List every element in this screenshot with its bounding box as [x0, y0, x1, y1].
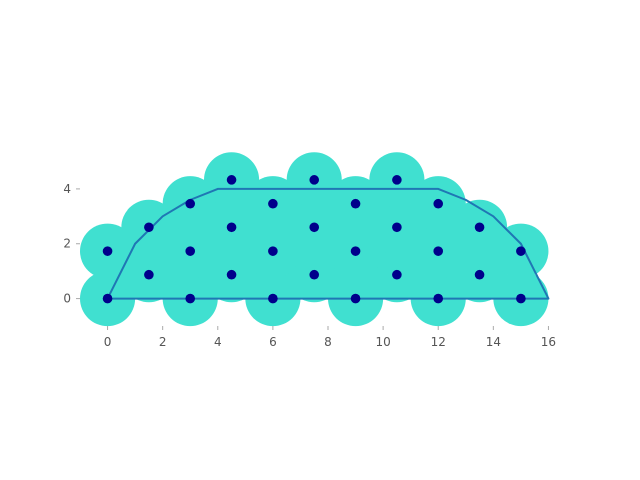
x-tick-label: 14: [486, 335, 501, 349]
data-point: [350, 293, 361, 304]
data-point: [474, 269, 485, 280]
data-point: [392, 269, 402, 280]
data-point: [516, 246, 526, 256]
x-tick-label: 0: [104, 335, 112, 349]
data-point: [268, 246, 278, 256]
data-point: [309, 222, 320, 233]
data-point: [433, 198, 444, 209]
y-tick-label: 0: [63, 292, 71, 306]
data-point: [309, 269, 320, 280]
data-point: [185, 198, 196, 209]
data-point: [268, 198, 278, 209]
data-points: [102, 175, 526, 304]
x-tick-label: 2: [159, 335, 167, 349]
data-point: [268, 293, 278, 304]
data-point: [392, 175, 402, 185]
data-point: [309, 175, 320, 185]
x-tick-label: 12: [431, 335, 446, 349]
y-tick-label: 4: [63, 182, 71, 196]
axes: 0 2 4 6 8 10 12 14 16 0 2 4: [63, 182, 556, 349]
x-tick-label: 4: [214, 335, 222, 349]
y-tick-label: 2: [63, 237, 71, 251]
data-point: [102, 293, 113, 304]
data-point: [392, 222, 402, 233]
x-tick-label: 10: [375, 335, 390, 349]
data-point: [433, 293, 444, 304]
data-point: [144, 222, 154, 233]
x-tick-label: 16: [541, 335, 556, 349]
data-point: [433, 246, 444, 256]
data-point: [350, 198, 361, 209]
x-tick-label: 8: [324, 335, 332, 349]
data-point: [102, 246, 113, 256]
data-point: [144, 269, 154, 280]
data-point: [185, 293, 196, 304]
data-point: [226, 222, 237, 233]
data-point: [226, 175, 237, 185]
hull-outline: [106, 187, 550, 300]
hull-line: [106, 187, 550, 300]
data-point: [185, 246, 196, 256]
x-tick-label: 6: [269, 335, 277, 349]
data-point: [474, 222, 485, 233]
data-point: [226, 269, 237, 280]
data-point: [516, 293, 526, 304]
data-point: [350, 246, 361, 256]
